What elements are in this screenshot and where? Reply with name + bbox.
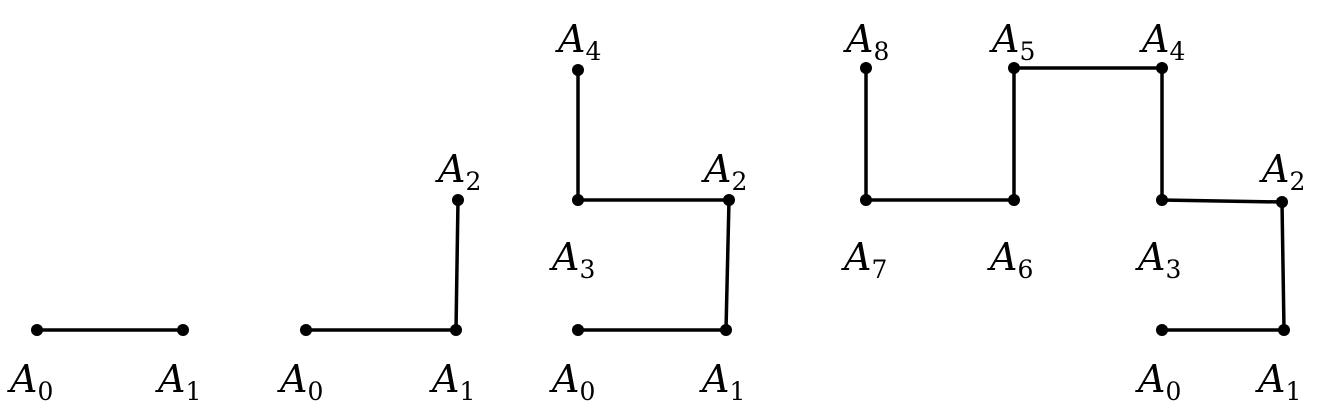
label-a1: A1	[699, 357, 745, 406]
node-a3	[572, 194, 584, 206]
label-a2: A2	[701, 147, 747, 196]
label-a5: A5	[989, 17, 1035, 66]
label-a3: A3	[549, 235, 595, 284]
path-2	[306, 199, 460, 332]
label-a7: A7	[841, 235, 887, 284]
label-a1: A1	[155, 357, 201, 406]
node-a2	[452, 194, 464, 206]
node-a4	[1156, 62, 1168, 74]
node-a4	[572, 64, 584, 76]
label-a6: A6	[987, 235, 1033, 284]
label-a4: A4	[1139, 17, 1185, 66]
node-a0	[31, 324, 43, 336]
label-a2: A2	[1259, 147, 1305, 196]
node-a1	[1278, 324, 1290, 336]
label-a0: A0	[7, 357, 53, 406]
node-a1	[720, 324, 732, 336]
label-a4: A4	[555, 17, 601, 66]
node-a1	[177, 324, 189, 336]
node-a1	[450, 324, 462, 336]
node-a0	[1156, 324, 1168, 336]
path-3	[576, 70, 731, 332]
diagram-2: A0 A1 A2	[277, 147, 481, 406]
diagram-3: A0 A1 A2 A3 A4	[549, 17, 747, 406]
node-a2	[723, 194, 735, 206]
node-a8	[860, 62, 872, 74]
label-a0: A0	[549, 357, 595, 406]
node-a6	[1008, 194, 1020, 206]
diagram-1: A0 A1	[7, 324, 201, 406]
node-a0	[300, 324, 312, 336]
label-a1: A1	[1255, 357, 1301, 406]
label-a1: A1	[429, 357, 475, 406]
label-a2: A2	[435, 147, 481, 196]
node-a2	[1276, 196, 1288, 208]
node-a5	[1008, 62, 1020, 74]
node-a0	[572, 324, 584, 336]
path-4	[864, 66, 1286, 332]
node-a7	[860, 194, 872, 206]
label-a3: A3	[1135, 235, 1181, 284]
label-a0: A0	[277, 357, 323, 406]
diagram-4: A0 A1 A2 A3 A4 A5 A6 A7 A8	[841, 17, 1305, 406]
node-a3	[1156, 194, 1168, 206]
label-a8: A8	[843, 17, 889, 66]
label-a0: A0	[1135, 357, 1181, 406]
